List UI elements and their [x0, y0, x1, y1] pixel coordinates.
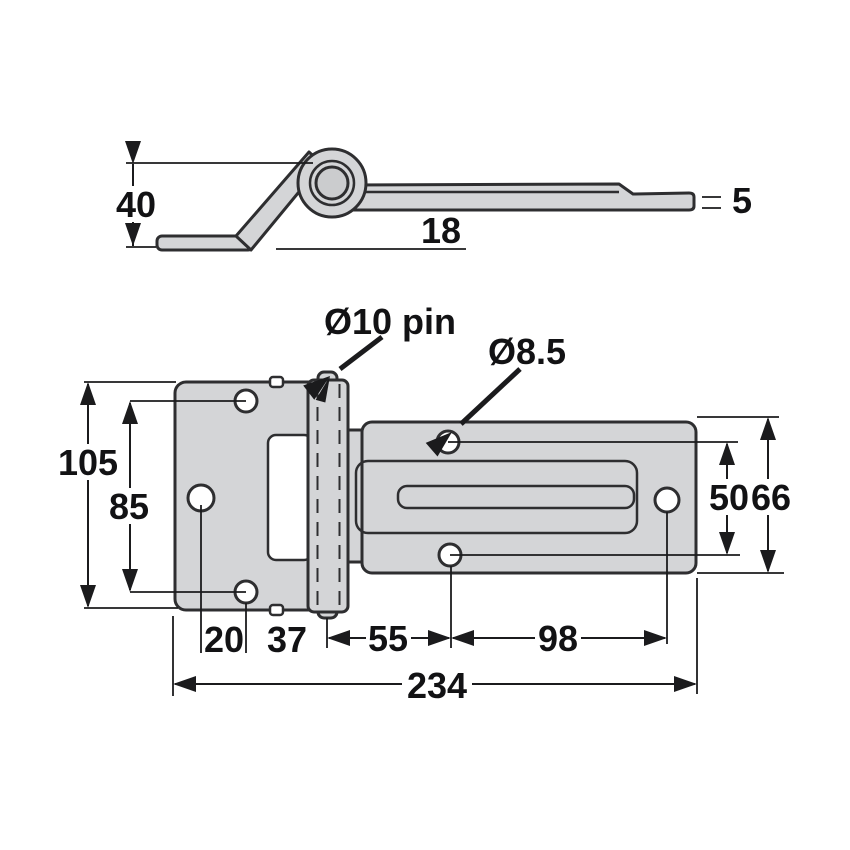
arrowhead-right — [644, 630, 667, 646]
pin-callout-label: Ø10 pin — [324, 301, 456, 342]
arrowhead-right — [428, 630, 451, 646]
dim-98-label: 98 — [538, 618, 578, 659]
label-backing — [705, 479, 751, 515]
callout-arrowhead — [425, 432, 452, 457]
label-backing — [535, 621, 581, 656]
side-strap-profile — [344, 182, 696, 212]
thickness-ticks — [702, 196, 721, 209]
dim-18-label: 18 — [421, 210, 461, 251]
dim-40-label: 40 — [116, 184, 156, 225]
strap-plate — [360, 420, 698, 575]
dim-37-label: 37 — [267, 619, 307, 660]
label-backing — [749, 479, 795, 515]
side-view: 40 18 5 — [112, 141, 752, 252]
arrowhead-down — [125, 223, 141, 246]
arrowhead-up — [80, 382, 96, 405]
arrowhead-up — [760, 417, 776, 440]
side-pin-section — [314, 165, 350, 201]
label-backing — [106, 488, 154, 524]
arrowhead-up — [719, 442, 735, 465]
arrowhead-left — [327, 630, 350, 646]
callout-arrowhead — [315, 376, 330, 403]
knuckle-barrel — [306, 378, 350, 614]
plate-cutout — [266, 433, 314, 562]
strap-stiffening-groove — [354, 459, 639, 535]
hole-callout-label: Ø8.5 — [488, 331, 566, 372]
arrowhead-left — [173, 676, 196, 692]
arrowhead-down — [719, 532, 735, 555]
callout-arrowhead — [303, 376, 330, 400]
label-backing — [56, 444, 120, 480]
label-backing — [366, 621, 411, 656]
dim-85-label: 85 — [109, 486, 149, 527]
arrowhead-left — [451, 630, 474, 646]
arrowhead-down — [122, 569, 138, 592]
dim-66-label: 66 — [751, 477, 791, 518]
arrowhead-down — [80, 585, 96, 608]
arrowhead-down — [760, 550, 776, 573]
hole-callout-leader — [459, 367, 522, 426]
dim-5-label: 5 — [732, 180, 752, 221]
arrowhead-up — [122, 401, 138, 424]
plate-bottom-notch — [268, 603, 285, 617]
label-backing — [112, 186, 158, 222]
label-backing — [402, 667, 472, 703]
hidden-pin-lines — [316, 384, 341, 608]
side-knuckle-ring — [308, 159, 356, 207]
strap-hole-right — [653, 486, 681, 514]
dim-50-label: 50 — [709, 477, 749, 518]
pin-callout-leader — [338, 335, 384, 371]
strap-groove-tongue — [396, 484, 636, 510]
arrowhead-right — [674, 676, 697, 692]
dim-105-label: 105 — [58, 442, 118, 483]
dim-234-label: 234 — [407, 665, 467, 706]
plate-top-notch — [268, 375, 285, 389]
arrowhead-up — [125, 141, 141, 164]
dim-55-label: 55 — [368, 618, 408, 659]
plan-view: 105 85 50 66 20 37 55 98 — [56, 301, 795, 706]
dim-20-label: 20 — [204, 619, 244, 660]
